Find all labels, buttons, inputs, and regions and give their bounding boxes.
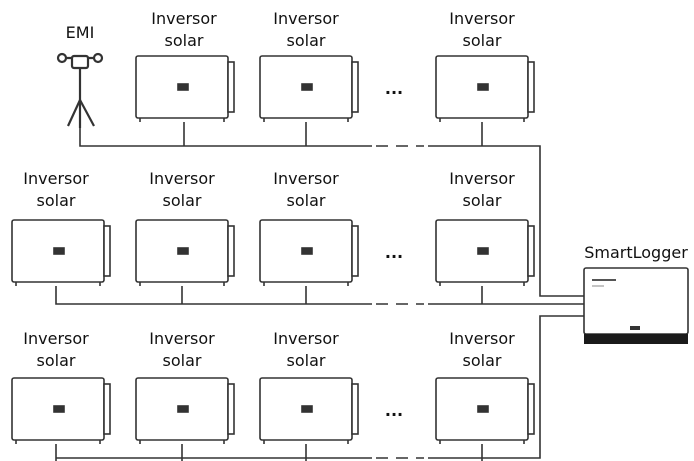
solar-inverter-icon: [435, 219, 535, 286]
inverter-r3-c3: Inversor solar: [259, 329, 359, 444]
ellipsis: ...: [385, 79, 403, 98]
solar-inverter-icon: [135, 377, 235, 444]
inverter-label-line1: Inversor: [449, 169, 515, 188]
inverter-label-line1: Inversor: [149, 329, 215, 348]
communication-wiring: [55, 122, 584, 461]
inverter-r3-c4: Inversor solar: [435, 329, 535, 444]
row-3: Inversor solar Inversor solar Inversor: [11, 329, 535, 444]
inverter-label-line1: Inversor: [149, 169, 215, 188]
solar-inverter-icon: [435, 377, 535, 444]
inverter-r3-c1: Inversor solar: [11, 329, 111, 444]
row-2: Inversor solar Inversor solar Inversor: [11, 169, 535, 286]
solar-inverter-icon: [11, 377, 111, 444]
inverter-label-line2: solar: [463, 351, 502, 370]
inverter-label-line2: solar: [37, 351, 76, 370]
inverter-r1-c1: Inversor solar: [135, 9, 235, 122]
solar-inverter-icon: [259, 55, 359, 122]
inverter-r3-c2: Inversor solar: [135, 329, 235, 444]
inverter-label-line2: solar: [463, 31, 502, 50]
smartlogger-icon: [583, 267, 689, 344]
inverter-label-line2: solar: [287, 31, 326, 50]
inverter-label-line1: Inversor: [449, 329, 515, 348]
inverter-label-line1: Inversor: [273, 9, 339, 28]
inverter-r2-c1: Inversor solar: [11, 169, 111, 286]
inverter-label-line2: solar: [287, 191, 326, 210]
inverter-label-line2: solar: [163, 191, 202, 210]
inverter-label-line2: solar: [165, 31, 204, 50]
inverter-r2-c4: Inversor solar: [435, 169, 535, 286]
inverter-label-line2: solar: [287, 351, 326, 370]
solar-inverter-icon: [11, 219, 111, 286]
inverter-label-line2: solar: [463, 191, 502, 210]
inverter-label-line2: solar: [163, 351, 202, 370]
inverter-r2-c3: Inversor solar: [259, 169, 359, 286]
solar-inverter-icon: [135, 55, 235, 122]
inverter-r1-c3: Inversor solar: [435, 9, 535, 122]
row-1: Inversor solar Inversor solar ...: [135, 9, 535, 122]
solar-inverter-icon: [259, 377, 359, 444]
inverter-r2-c2: Inversor solar: [135, 169, 235, 286]
ellipsis: ...: [385, 243, 403, 262]
inverter-label-line1: Inversor: [151, 9, 217, 28]
inverter-label-line1: Inversor: [23, 329, 89, 348]
inverter-label-line1: Inversor: [273, 329, 339, 348]
emi-label: EMI: [66, 23, 95, 42]
solar-inverter-icon: [259, 219, 359, 286]
smartlogger-device: SmartLogger: [583, 243, 689, 344]
inverter-r1-c2: Inversor solar: [259, 9, 359, 122]
emi-tripod-icon: [56, 52, 104, 128]
smartlogger-label: SmartLogger: [584, 243, 688, 262]
inverter-label-line2: solar: [37, 191, 76, 210]
inverter-label-line1: Inversor: [23, 169, 89, 188]
emi-device: EMI: [56, 23, 104, 128]
ellipsis: ...: [385, 401, 403, 420]
inverter-label-line1: Inversor: [273, 169, 339, 188]
inverter-label-line1: Inversor: [449, 9, 515, 28]
solar-inverter-icon: [435, 55, 535, 122]
solar-inverter-icon: [135, 219, 235, 286]
